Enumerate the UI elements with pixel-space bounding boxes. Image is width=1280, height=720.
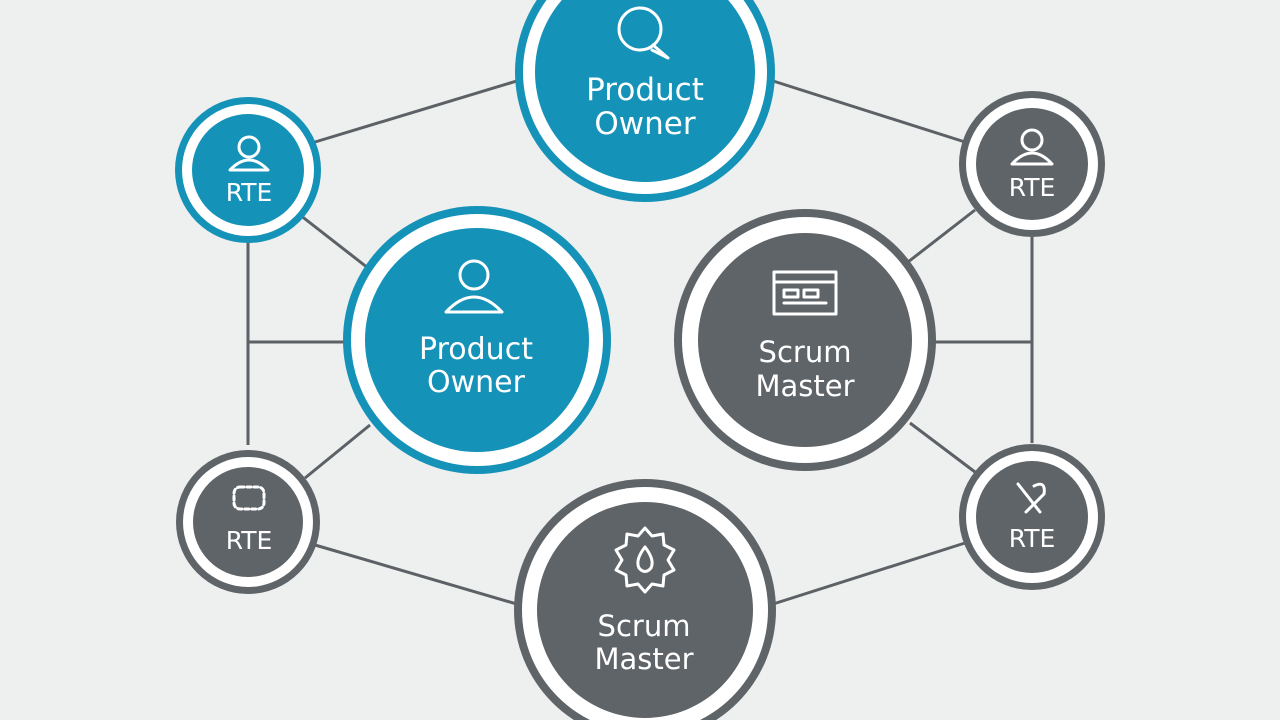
- node-rte-bottom-right: RTE: [959, 444, 1105, 590]
- connector-sm-bottom-to-rte-br: [769, 541, 966, 607]
- connectors: [246, 78, 1034, 607]
- node-scrum-master-right: Scrum Master: [674, 209, 936, 471]
- connector-rte-tl-to-po-top: [314, 78, 521, 144]
- node-label: RTE: [226, 178, 273, 207]
- tools-icon: [1016, 482, 1046, 514]
- chat-search-icon: [617, 6, 670, 60]
- node-label-line2: Owner: [594, 106, 695, 142]
- connector-sm-right-to-rte-br: [909, 421, 976, 474]
- team-icon: [228, 135, 270, 172]
- node-core: [193, 467, 303, 577]
- node-label: RTE: [226, 526, 273, 555]
- node-label: RTE: [1009, 524, 1056, 553]
- node-label-line1: Scrum: [759, 335, 852, 369]
- node-rte-bottom-left: RTE: [176, 450, 320, 594]
- connector-po-mid-to-rte-bl: [304, 423, 371, 480]
- node-label-line1: Product: [586, 72, 704, 108]
- connector-rte-bl-to-sm-bottom: [314, 543, 521, 607]
- node-label-line2: Master: [594, 642, 693, 676]
- node-product-owner-top: Product Owner: [515, 0, 775, 202]
- node-scrum-master-bottom: Scrum Master: [514, 479, 776, 720]
- connector-rte-tr-to-sm-right: [907, 208, 976, 264]
- node-label-line2: Owner: [427, 365, 526, 400]
- node-core: [535, 0, 755, 182]
- chip-icon: [232, 485, 266, 511]
- node-rte-top-left: RTE: [175, 97, 321, 243]
- node-core: [365, 228, 589, 452]
- connector-po-top-to-rte-tr: [769, 78, 966, 144]
- node-label-line2: Master: [755, 369, 854, 403]
- connector-rte-tl-to-po-mid: [299, 213, 369, 270]
- person-icon: [1010, 128, 1054, 166]
- node-core: [976, 461, 1088, 573]
- node-core: [537, 502, 753, 718]
- node-label: RTE: [1009, 173, 1056, 202]
- node-product-owner-middle: Product Owner: [343, 206, 611, 474]
- board-icon: [772, 270, 838, 316]
- person-icon: [444, 259, 504, 314]
- node-label-line1: Product: [419, 332, 533, 367]
- node-core: [698, 233, 912, 447]
- node-rte-top-right: RTE: [959, 91, 1105, 237]
- gear-drop-icon: [614, 526, 676, 594]
- node-label-line1: Scrum: [598, 609, 691, 643]
